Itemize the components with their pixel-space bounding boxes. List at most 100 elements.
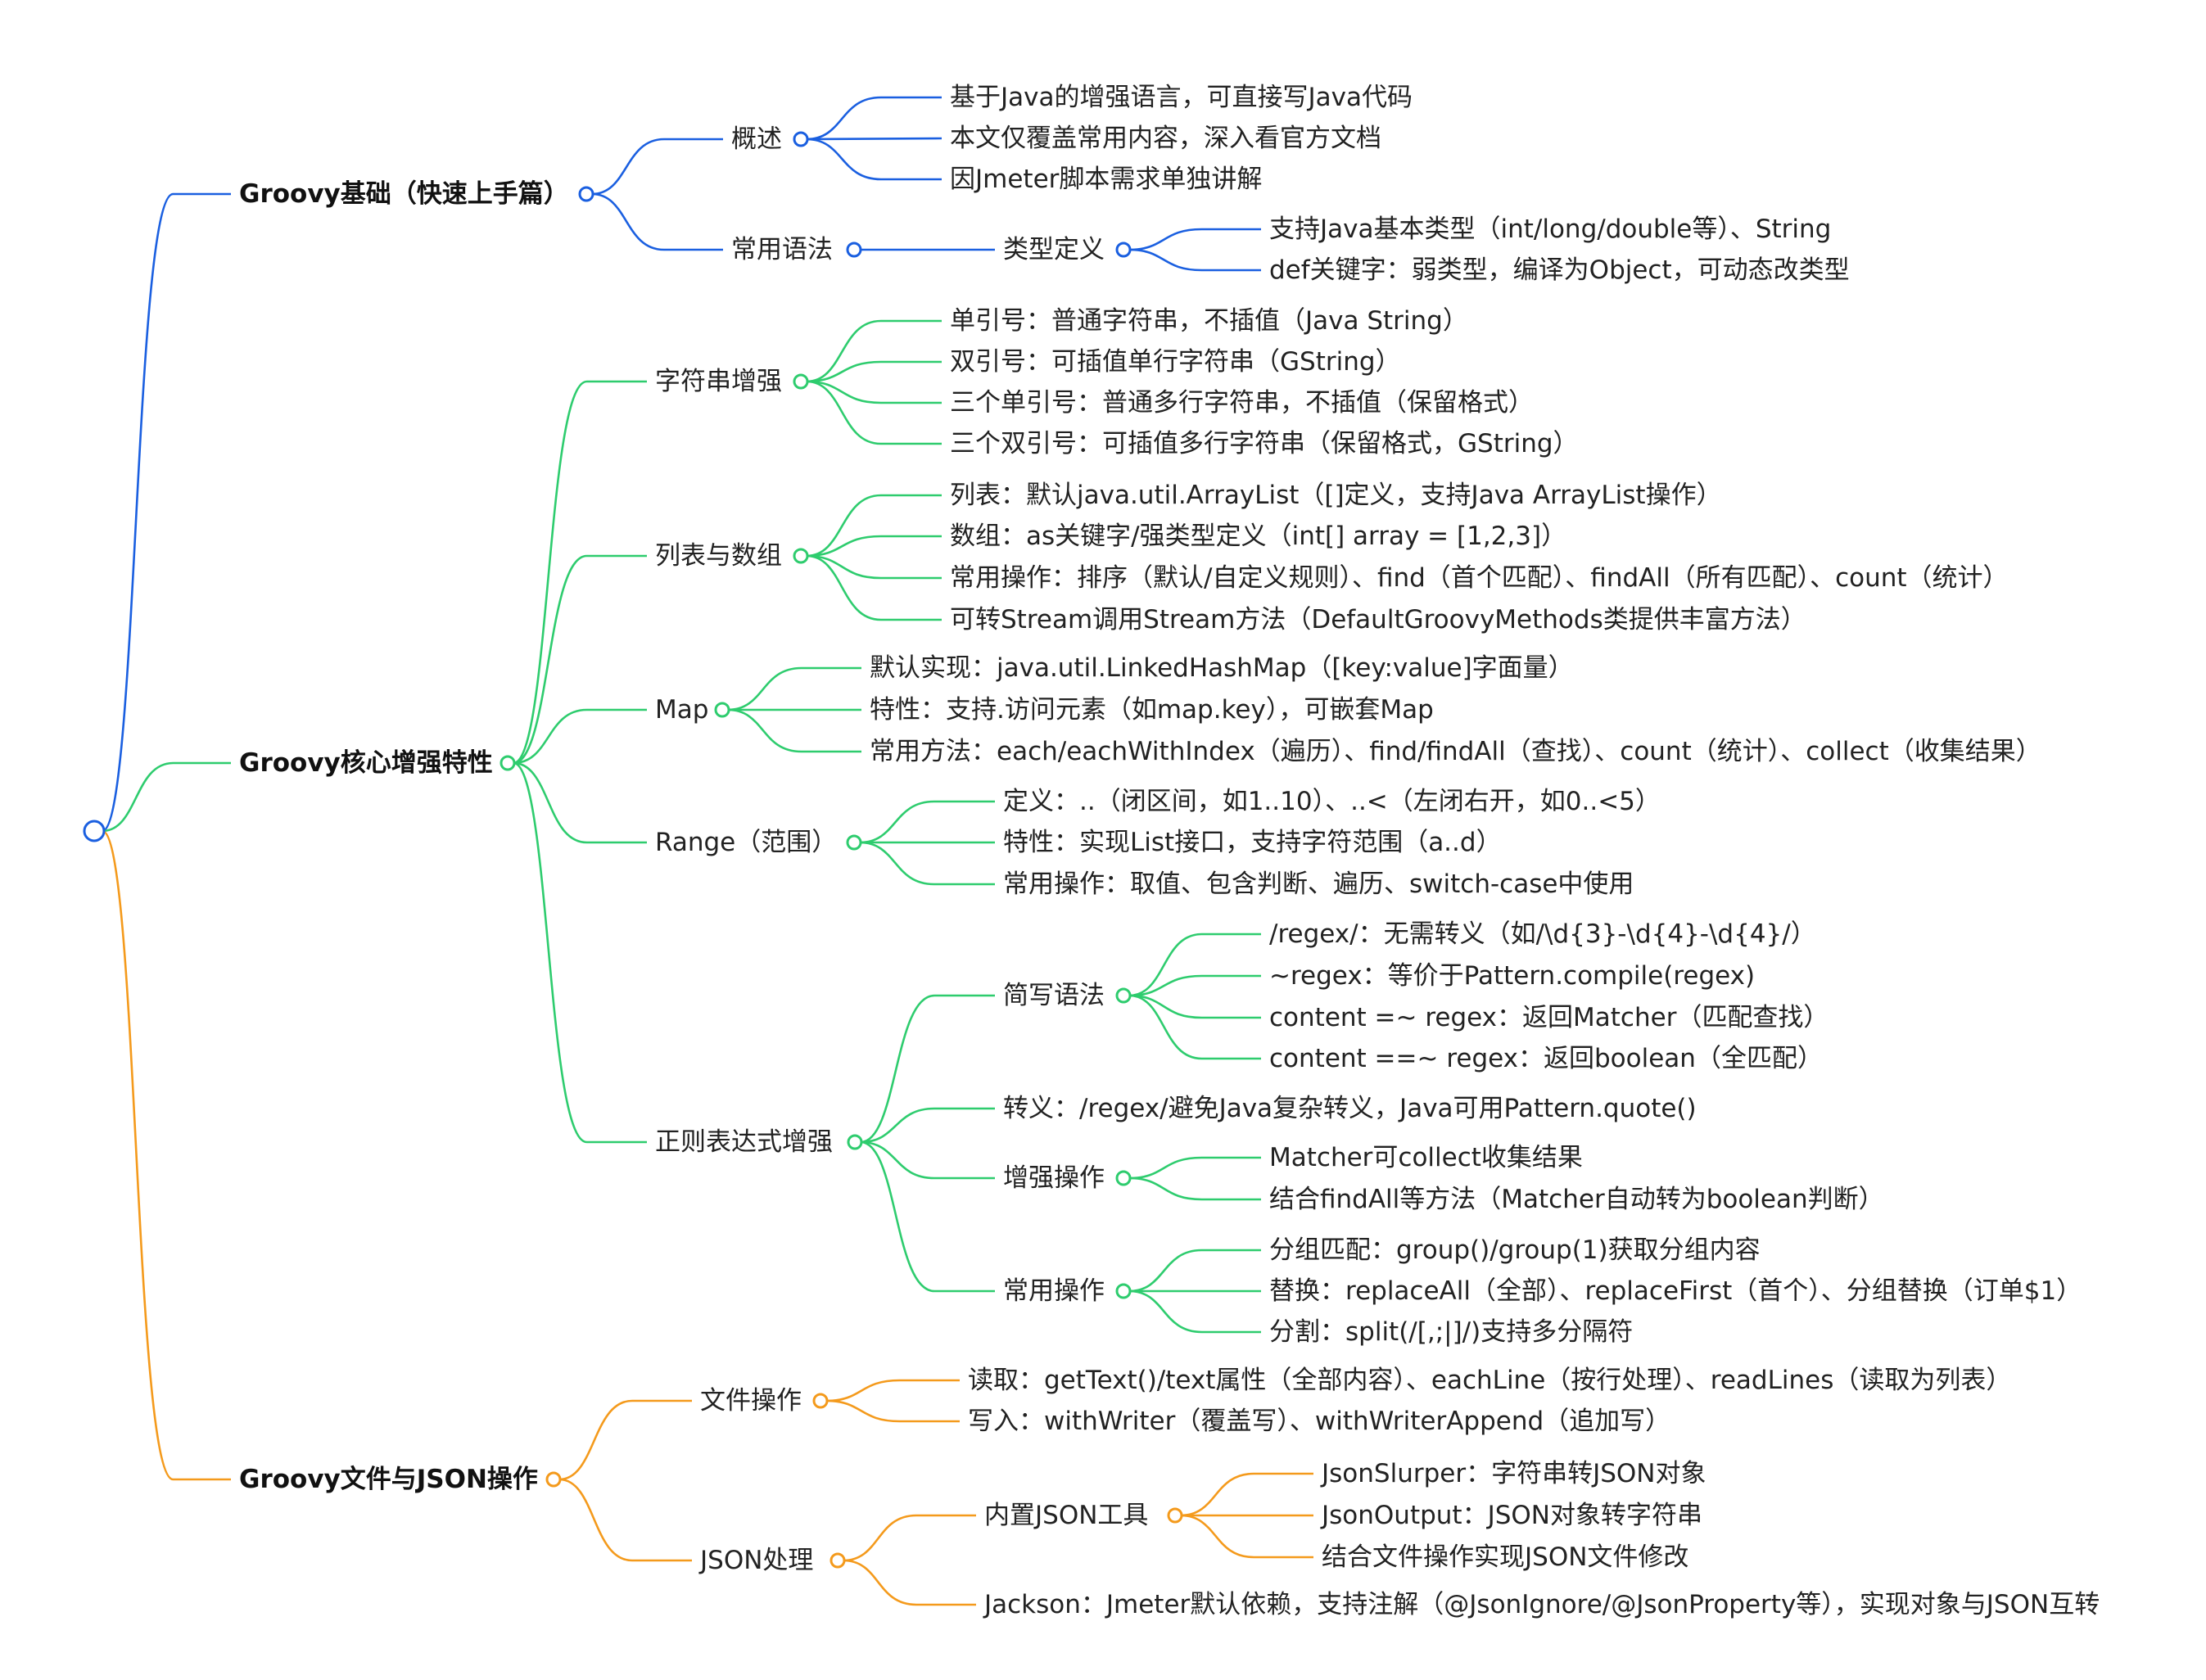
connector-0-0-0 (806, 96, 942, 141)
node-1-4-handle[interactable] (847, 1134, 863, 1150)
connector-1-4-1 (860, 1107, 995, 1144)
node-0-0-handle[interactable] (793, 131, 809, 147)
node-0-1-0-1: def关键字：弱类型，编译为Object，可动态改类型 (1269, 255, 1850, 285)
node-1-4-3-1: 替换：replaceAll（全部）、replaceFirst（首个）、分组替换（… (1269, 1276, 2082, 1306)
connector-2 (102, 829, 231, 1481)
connector-1-1-1 (806, 535, 942, 558)
node-1-1-0: 列表：默认java.util.ArrayList（[]定义，支持Java Arr… (950, 481, 1722, 510)
node-1-4-3: 常用操作 (1003, 1276, 1105, 1306)
node-1-4-0-2: content =~ regex：返回Matcher（匹配查找） (1269, 1003, 1829, 1032)
node-0-handle[interactable] (578, 186, 594, 202)
connector-1-4-0-0 (1128, 933, 1261, 997)
connector-1-3 (513, 761, 647, 844)
node-1-3-1: 特性：实现List接口，支持字符范围（a..d） (1003, 828, 1502, 857)
connector-0-1-0-1 (1128, 248, 1261, 272)
connector-1-4-0 (860, 994, 995, 1144)
connector-1-4-2-0 (1128, 1156, 1261, 1180)
node-2-0-0: 读取：getText()/text属性（全部内容）、eachLine（按行处理）… (968, 1366, 2011, 1395)
node-1-4-3-2: 分割：split(/[,;|]/)支持多分隔符 (1269, 1317, 1633, 1347)
connector-0-0-1 (806, 137, 943, 141)
connector-1-4 (513, 761, 647, 1144)
connector-1-4-0-1 (1128, 974, 1261, 997)
connector-0-1-0-0 (1128, 228, 1261, 251)
node-2-1: JSON处理 (698, 1546, 813, 1575)
node-1-4-2-handle[interactable] (1115, 1170, 1132, 1186)
node-1-handle[interactable] (500, 755, 516, 771)
connector-2-0-0 (825, 1379, 960, 1402)
node-1-1: 列表与数组 (655, 541, 782, 571)
node-1-2-0: 默认实现：java.util.LinkedHashMap（[key:value]… (870, 653, 1574, 683)
connector-1-1-0 (806, 494, 942, 558)
connector-1-2-2 (727, 708, 861, 753)
node-1-4-2: 增强操作 (1003, 1163, 1105, 1193)
node-1: Groovy核心增强特性 (239, 748, 493, 778)
connector-0-0 (591, 138, 723, 196)
node-1-4-0-handle[interactable] (1115, 987, 1132, 1004)
node-1-4: 正则表达式增强 (655, 1127, 833, 1157)
connector-0-0-2 (806, 138, 942, 181)
node-1-0-handle[interactable] (793, 373, 809, 390)
node-1-4-2-0: Matcher可collect收集结果 (1269, 1143, 1583, 1172)
connector-1-0-3 (806, 380, 942, 445)
node-1-4-3-0: 分组匹配：group()/group(1)获取分组内容 (1269, 1235, 1761, 1265)
node-1-1-1: 数组：as关键字/强类型定义（int[] array = [1,2,3]） (950, 522, 1566, 551)
node-1-4-2-1: 结合findAll等方法（Matcher自动转为boolean判断） (1269, 1185, 1884, 1214)
node-2-1-handle[interactable] (830, 1552, 846, 1569)
node-1-4-0-3: content ==~ regex：返回boolean（全匹配） (1269, 1044, 1823, 1073)
connector-2-1-0-0 (1180, 1472, 1313, 1517)
node-1-3-handle[interactable] (846, 834, 862, 851)
connector-1-0-2 (806, 380, 942, 404)
connector-2-1-0-2 (1180, 1514, 1313, 1559)
node-1-3: Range（范围） (655, 828, 837, 857)
connector-2-1-0 (843, 1514, 976, 1562)
connector-0 (102, 192, 231, 833)
node-1-2-2: 常用方法：each/eachWithIndex（遍历）、find/findAll… (870, 737, 2041, 766)
connector-1-4-2-1 (1128, 1176, 1261, 1201)
node-2-0: 文件操作 (700, 1386, 802, 1416)
node-1-4-1: 转义：/regex/避免Java复杂转义，Java可用Pattern.quote… (1003, 1094, 1697, 1123)
connector-1-0-1 (806, 360, 942, 383)
connector-1-0 (513, 380, 647, 765)
connector-1-4-3 (860, 1140, 995, 1293)
connector-1-4-0-2 (1128, 994, 1261, 1019)
node-1-2-handle[interactable] (714, 702, 730, 718)
node-2-0-1: 写入：withWriter（覆盖写）、withWriterAppend（追加写） (968, 1407, 1670, 1436)
connector-2-1-1 (843, 1559, 976, 1606)
node-1-1-3: 可转Stream调用Stream方法（DefaultGroovyMethods类… (950, 605, 1806, 635)
node-0-0-2: 因Jmeter脚本需求单独讲解 (950, 165, 1262, 194)
node-0-1-handle[interactable] (846, 242, 862, 258)
connector-1-2-0 (727, 666, 861, 711)
node-1-4-3-handle[interactable] (1115, 1283, 1132, 1299)
node-1-1-handle[interactable] (793, 548, 809, 564)
node-1-0-2: 三个单引号：普通多行字符串，不插值（保留格式） (950, 388, 1534, 418)
node-0-1-0-handle[interactable] (1115, 242, 1132, 258)
node-1-2-1: 特性：支持.访问元素（如map.key），可嵌套Map (870, 695, 1434, 725)
root-node-handle[interactable] (83, 820, 106, 842)
node-0-0: 概述 (731, 124, 782, 154)
node-1-4-0-0: /regex/：无需转义（如/\d{3}-\d{4}-\d{4}/） (1269, 919, 1816, 949)
connector-2-0-1 (825, 1399, 960, 1423)
node-1-0-3: 三个双引号：可插值多行字符串（保留格式，GString） (950, 429, 1579, 458)
node-1-1-2: 常用操作：排序（默认/自定义规则）、find（首个匹配）、findAll（所有匹… (950, 563, 2009, 593)
node-1-0-0: 单引号：普通字符串，不插值（Java String） (950, 306, 1468, 336)
node-2-handle[interactable] (545, 1471, 562, 1488)
node-2-1-0-handle[interactable] (1167, 1507, 1183, 1524)
node-1-3-2: 常用操作：取值、包含判断、遍历、switch-case中使用 (1003, 869, 1634, 899)
node-0-0-0: 基于Java的增强语言，可直接写Java代码 (950, 83, 1413, 112)
node-2-1-0-2: 结合文件操作实现JSON文件修改 (1322, 1542, 1688, 1572)
node-1-0-1: 双引号：可插值单行字符串（GString） (950, 347, 1401, 377)
connector-1-2 (513, 708, 647, 765)
node-2-1-0-1: JsonOutput：JSON对象转字符串 (1320, 1501, 1702, 1530)
node-2: Groovy文件与JSON操作 (239, 1465, 538, 1494)
connector-1-3-2 (859, 841, 995, 886)
mindmap-node-labels: Groovy基础（快速上手篇）概述基于Java的增强语言，可直接写Java代码本… (239, 83, 2100, 1619)
connector-1-1-3 (806, 554, 942, 621)
connector-1-1-2 (806, 554, 942, 580)
connector-1-4-3-0 (1128, 1249, 1261, 1293)
connector-1 (102, 761, 231, 833)
node-0-1-0: 类型定义 (1003, 235, 1105, 264)
node-2-0-handle[interactable] (812, 1393, 829, 1409)
node-1-2: Map (655, 695, 708, 725)
node-1-3-0: 定义：..（闭区间，如1..10）、..<（左闭右开，如0..<5） (1003, 787, 1661, 816)
